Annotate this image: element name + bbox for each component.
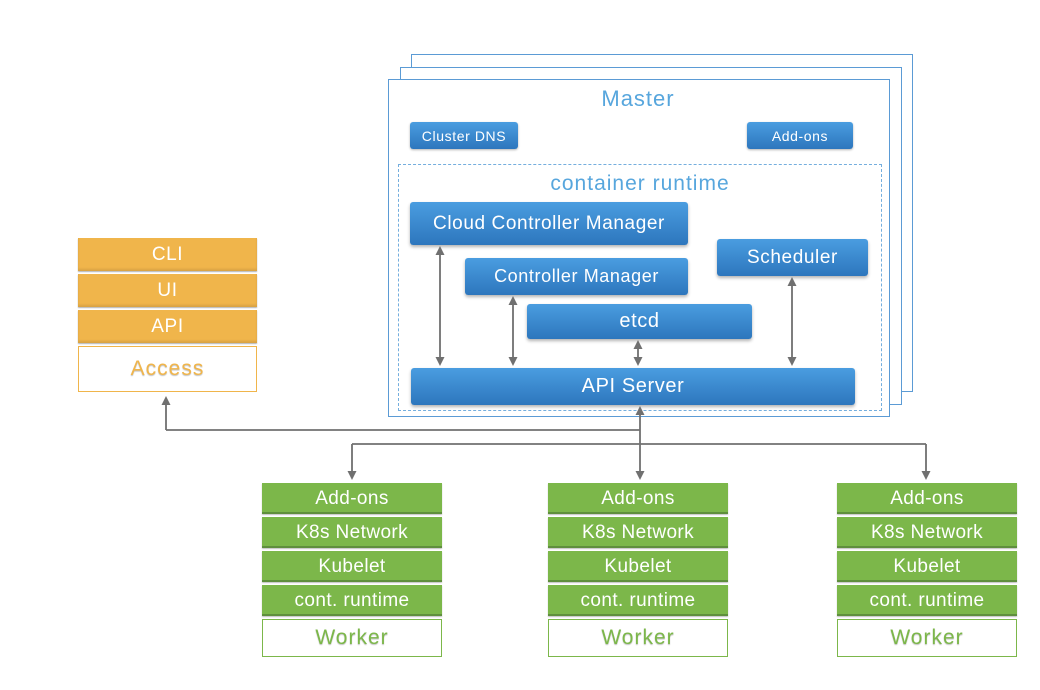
access-cli-box: CLI [78,238,257,271]
worker3-label-box: Worker [837,619,1017,657]
scheduler-box: Scheduler [717,239,868,276]
arrow-worker-3 [921,444,931,480]
container-runtime-title: container runtime [550,172,730,195]
access-ui-box: UI [78,274,257,307]
worker2-cont-runtime-box: cont. runtime [548,585,728,616]
worker-node-1: Add-ons K8s Network Kubelet cont. runtim… [262,483,442,657]
worker1-cont-runtime-box: cont. runtime [262,585,442,616]
access-label-box: Access [78,346,257,392]
worker1-addons-box: Add-ons [262,483,442,514]
worker3-k8s-network-box: K8s Network [837,517,1017,548]
cluster-dns-box: Cluster DNS [410,122,518,149]
cloud-controller-manager-box: Cloud Controller Manager [410,202,688,245]
worker2-kubelet-box: Kubelet [548,551,728,582]
worker3-cont-runtime-box: cont. runtime [837,585,1017,616]
worker2-k8s-network-box: K8s Network [548,517,728,548]
worker1-label-box: Worker [262,619,442,657]
master-addons-box: Add-ons [747,122,853,149]
access-api-box: API [78,310,257,343]
worker1-k8s-network-box: K8s Network [262,517,442,548]
worker3-addons-box: Add-ons [837,483,1017,514]
arrow-worker-2 [635,444,645,480]
access-stack: CLI UI API Access [78,238,257,392]
master-title: Master [601,86,675,111]
worker1-kubelet-box: Kubelet [262,551,442,582]
arrow-worker-1 [347,444,357,480]
api-server-box: API Server [411,368,855,405]
worker3-kubelet-box: Kubelet [837,551,1017,582]
worker-node-2: Add-ons K8s Network Kubelet cont. runtim… [548,483,728,657]
etcd-box: etcd [527,304,752,339]
controller-manager-box: Controller Manager [465,258,688,295]
worker-node-3: Add-ons K8s Network Kubelet cont. runtim… [837,483,1017,657]
worker2-addons-box: Add-ons [548,483,728,514]
worker2-label-box: Worker [548,619,728,657]
